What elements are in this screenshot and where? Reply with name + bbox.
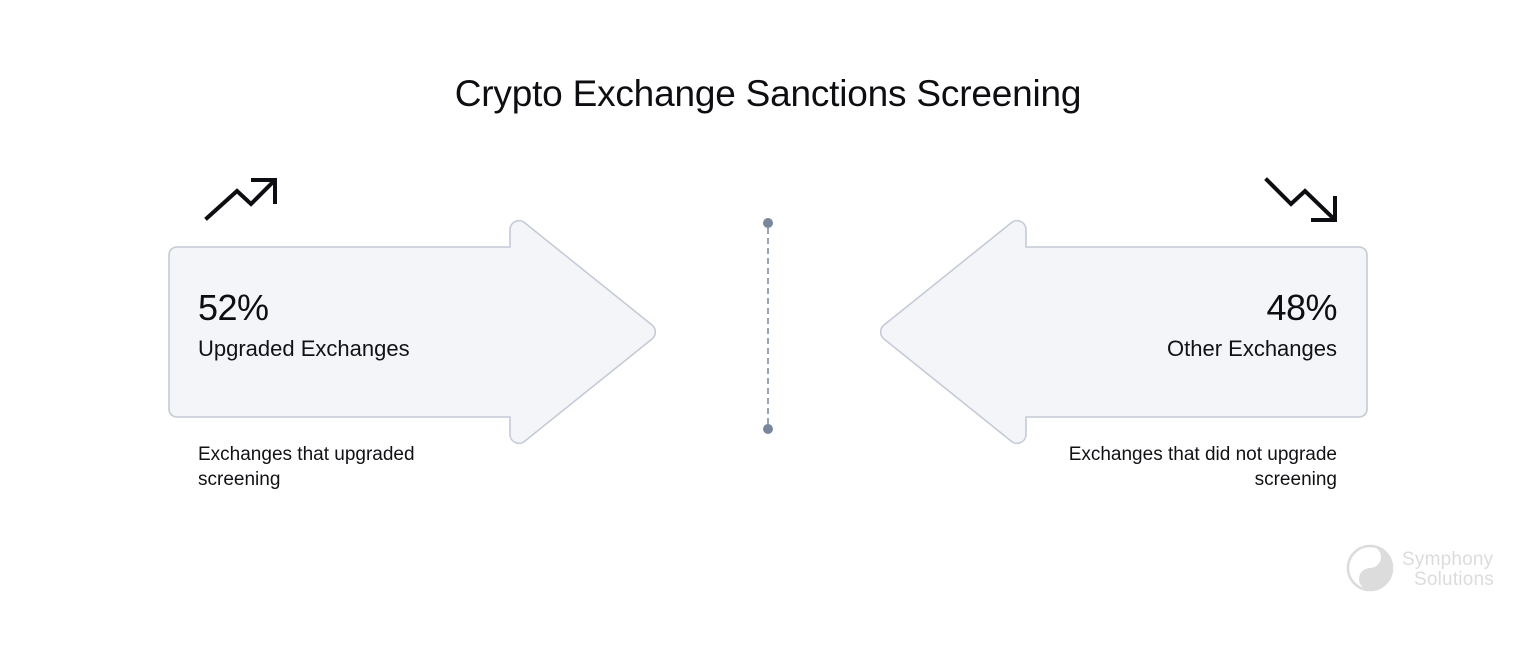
right-caption: Exchanges that did not upgrade screening bbox=[1068, 444, 1337, 490]
left-caption: Exchanges that upgraded screening bbox=[198, 444, 415, 490]
trending-up-icon bbox=[201, 172, 281, 229]
logo-wordmark: Symphony Solutions bbox=[1402, 550, 1494, 590]
logo-word-symphony: Symphony bbox=[1402, 549, 1494, 570]
trending-down-icon bbox=[1261, 172, 1341, 229]
logo-word-solutions: Solutions bbox=[1414, 569, 1494, 590]
left-stat-group: 52% Upgraded Exchanges bbox=[198, 286, 410, 364]
left-arrow-shape bbox=[160, 218, 660, 446]
divider-dot-top bbox=[763, 218, 773, 228]
left-stat-value: 52% bbox=[198, 287, 269, 328]
right-stat-value: 48% bbox=[1266, 287, 1337, 328]
symphony-solutions-logo: Symphony Solutions bbox=[1345, 542, 1510, 598]
divider-dashed-line bbox=[767, 228, 769, 424]
page-title: Crypto Exchange Sanctions Screening bbox=[454, 73, 1082, 114]
left-stat-label: Upgraded Exchanges bbox=[198, 336, 410, 361]
center-divider bbox=[762, 218, 774, 434]
right-arrow-shape bbox=[876, 218, 1376, 446]
right-stat-group: 48% Other Exchanges bbox=[1167, 286, 1337, 364]
symphony-circle-mark-icon bbox=[1345, 543, 1395, 598]
divider-dot-bottom bbox=[763, 424, 773, 434]
right-stat-label: Other Exchanges bbox=[1167, 336, 1337, 361]
